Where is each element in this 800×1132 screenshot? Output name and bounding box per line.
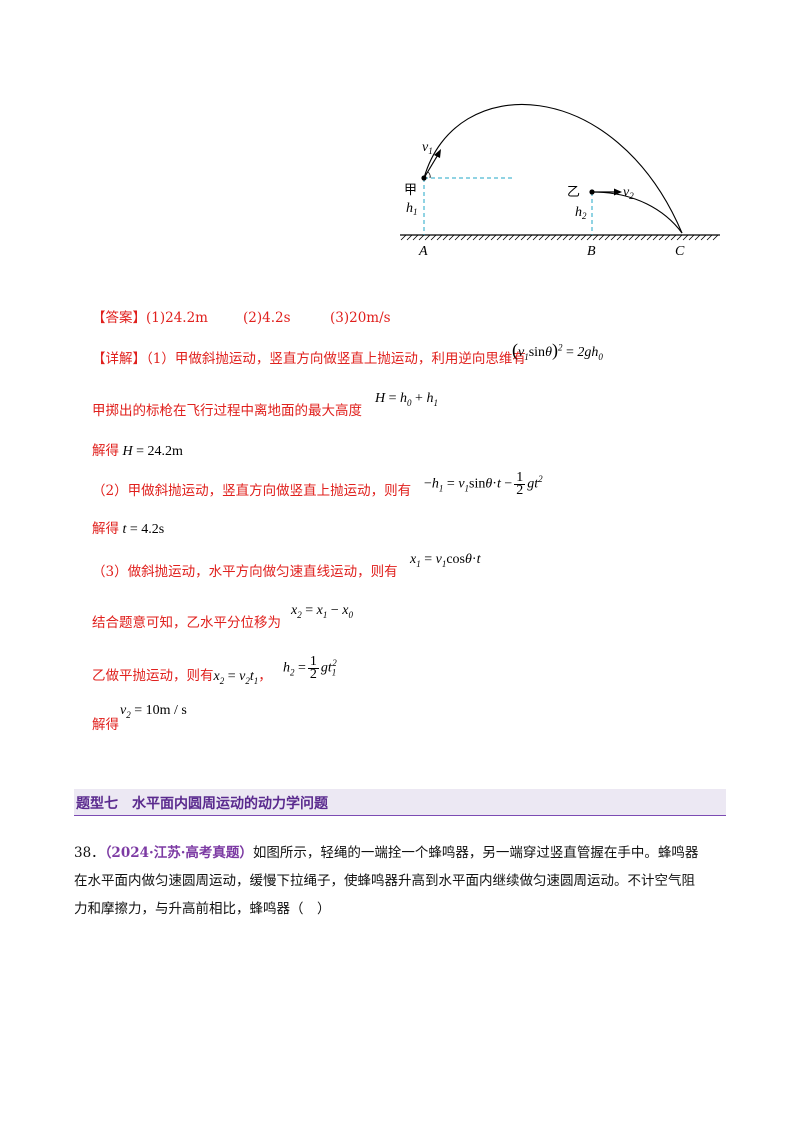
formula-yi-horizontal: x2 = v2t1 (213, 669, 259, 686)
solution-line-7: 结合题意可知，乙水平分位移为 (92, 615, 281, 631)
formula-vertical-launch: (v1sinθ)2 = 2gh0 (512, 340, 603, 362)
projectile-diagram: v1 甲 h1 乙 v2 h2 A B C (400, 103, 720, 259)
solution-line-6: （3）做斜抛运动，水平方向做匀速直线运动，则有 (92, 564, 398, 580)
solution-line-5: 解得 t = 4.2s (92, 521, 165, 537)
formula-horizontal-displacement: x1 = v1cosθ·t (410, 552, 481, 569)
solution-line-4: （2）甲做斜抛运动，竖直方向做竖直上抛运动，则有 (92, 483, 412, 499)
section-title: 题型七 水平面内圆周运动的动力学问题 (76, 796, 328, 812)
jia-label: 甲 (404, 182, 417, 197)
formula-yi-displacement: x2 = x1 − x0 (291, 603, 353, 620)
answer-2: (2)4.2s (243, 310, 291, 326)
yi-trajectory (591, 191, 683, 234)
jia-point (421, 175, 427, 181)
answer-line: 【答案】(1)24.2m (92, 309, 208, 327)
solution-line-3: 解得 H = 24.2m (92, 443, 183, 459)
section-header-bar (74, 789, 726, 816)
point-a-label: A (418, 244, 428, 259)
question-number: 38． (74, 845, 105, 861)
solution-line-2: 甲掷出的标枪在飞行过程中离地面的最大高度 (92, 403, 362, 419)
result-time: t = 4.2s (119, 522, 165, 537)
answer-3: (3)20m/s (330, 310, 391, 326)
v1-arrowhead (434, 149, 441, 158)
point-c-label: C (675, 244, 685, 259)
v2-arrowhead (614, 188, 622, 196)
yi-point (589, 189, 595, 195)
answer-bracket: 【答案】 (92, 310, 146, 326)
angle-theta-arc (427, 171, 431, 179)
solution-line-8: 乙做平抛运动，则有x2 = v2t1， (92, 668, 272, 686)
answer-1: (1)24.2m (146, 310, 208, 326)
h2-label: h2 (575, 205, 587, 221)
result-height: H = 24.2m (119, 444, 183, 459)
question-38-line-1: 38．（2024·江苏·高考真题）如图所示，轻绳的一端拴一个蜂鸣器，另一端穿过竖… (74, 845, 699, 861)
question-source: （2024·江苏·高考真题） (104, 845, 253, 861)
question-38-line-2: 在水平面内做匀速圆周运动，缓慢下拉绳子，使蜂鸣器升高到水平面内继续做匀速圆周运动… (74, 873, 695, 889)
point-b-label: B (587, 244, 596, 259)
v2-label: v2 (623, 185, 634, 201)
h1-label: h1 (406, 201, 418, 217)
question-38-line-3: 力和摩擦力，与升高前相比，蜂鸣器（ ） (74, 901, 331, 917)
yi-label: 乙 (567, 184, 580, 199)
ground-hatching (400, 234, 719, 241)
solution-line-1: 【详解】（1）甲做斜抛运动，竖直方向做竖直上抛运动，利用逆向思维有 (92, 351, 526, 367)
result-velocity: v2 = 10m / s (120, 703, 187, 720)
v1-arrow (423, 152, 440, 179)
v1-label: v1 (422, 140, 433, 156)
solution-line-9: 解得 (92, 717, 119, 733)
formula-max-height: H = h0 + h1 (375, 391, 438, 408)
jia-trajectory (423, 103, 683, 234)
